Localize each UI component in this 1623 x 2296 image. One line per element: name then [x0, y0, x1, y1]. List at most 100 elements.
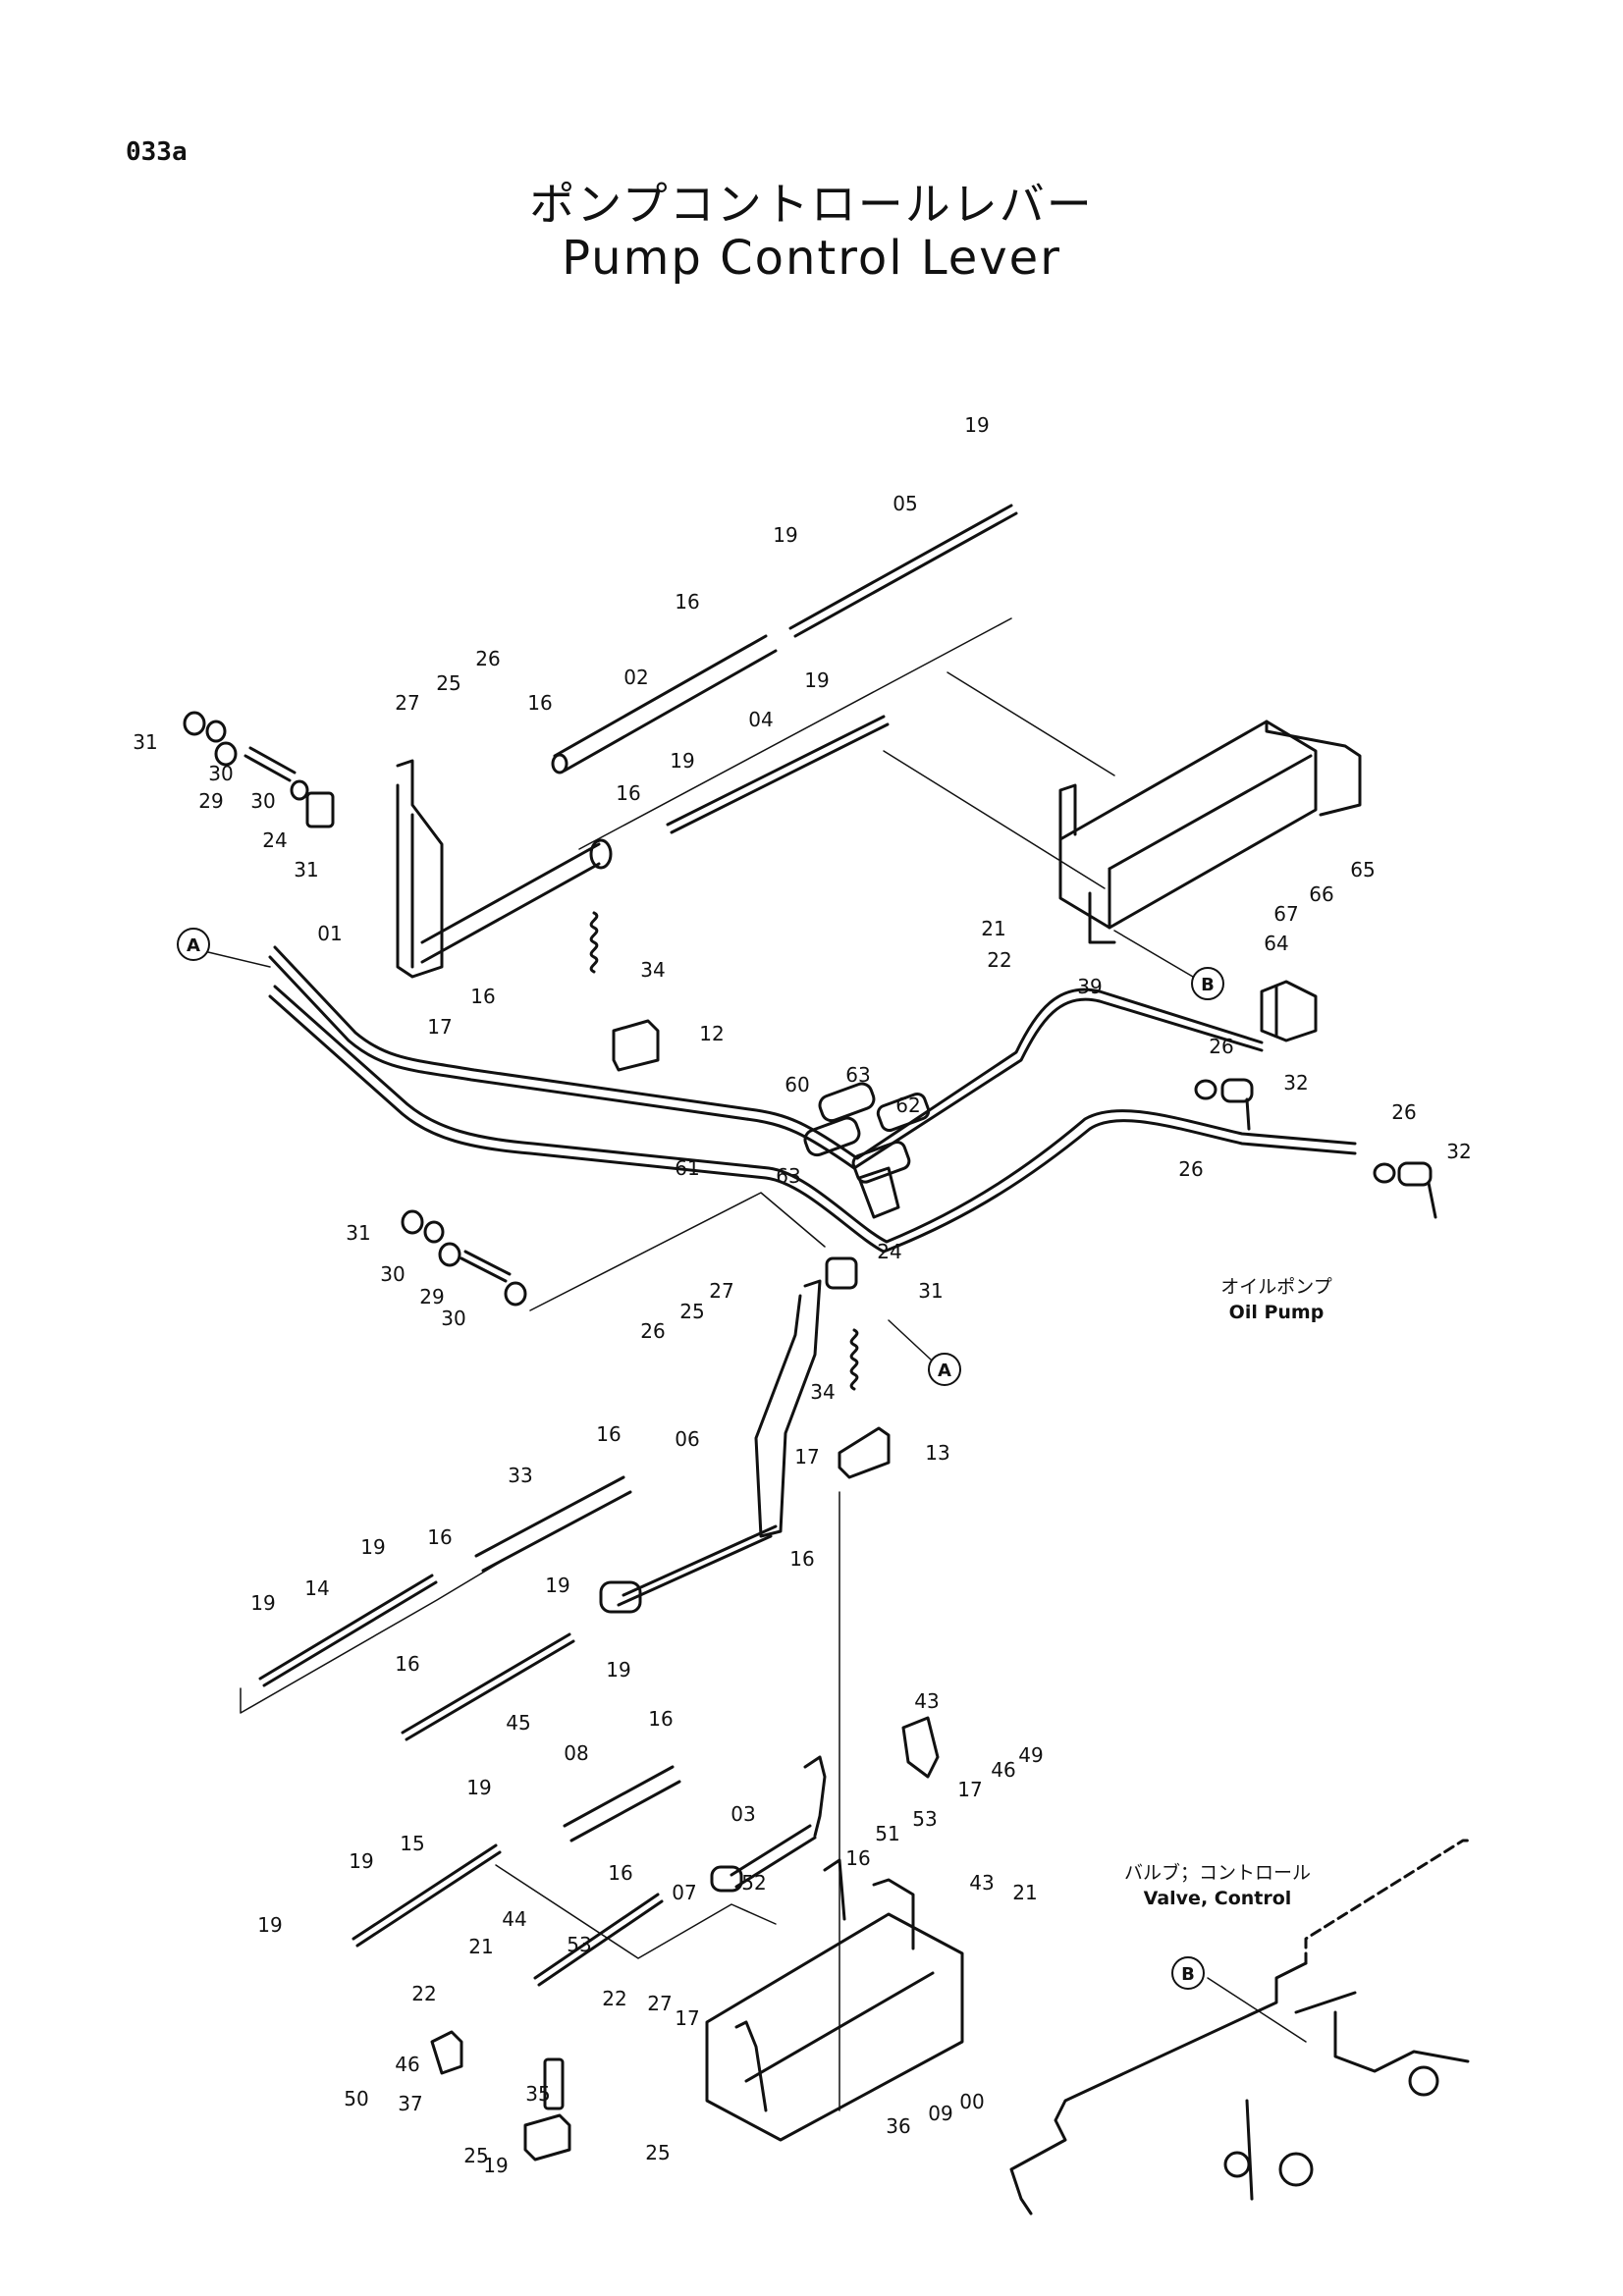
part-callout-24: 24 — [877, 1240, 901, 1263]
part-callout-45: 45 — [506, 1711, 530, 1735]
part-callout-13: 13 — [925, 1441, 949, 1465]
part-callout-53: 53 — [912, 1807, 937, 1831]
part-callout-16: 16 — [845, 1846, 870, 1870]
part-callout-17: 17 — [675, 2006, 699, 2030]
part-callout-05: 05 — [893, 492, 917, 515]
cable-61 — [268, 985, 1357, 1254]
part-callout-16: 16 — [648, 1707, 673, 1731]
part-callout-16: 16 — [596, 1422, 621, 1446]
leader-marker-a-middle — [888, 1319, 932, 1361]
rod-45 — [401, 1632, 575, 1741]
part-callout-19: 19 — [360, 1535, 385, 1559]
oil-pump-label-jp: オイルポンプ — [1220, 1276, 1332, 1298]
reference-marker-label-b: B — [1201, 975, 1215, 995]
lever-06 — [599, 1279, 822, 1614]
part-callout-39: 39 — [1077, 975, 1102, 998]
part-callout-19: 19 — [804, 668, 829, 692]
part-callout-25: 25 — [463, 2144, 488, 2167]
page-title-english: Pump Control Lever — [562, 231, 1061, 286]
shaft-02 — [551, 634, 778, 774]
part-callout-25: 25 — [436, 671, 460, 695]
part-callout-30: 30 — [208, 762, 233, 785]
base-bracket-00 — [705, 1858, 964, 2142]
shaft-04 — [666, 715, 890, 834]
lever-01 — [396, 759, 613, 979]
part-callout-07: 07 — [672, 1881, 696, 1904]
spring-34-upper — [589, 911, 599, 974]
part-callout-49: 49 — [1018, 1743, 1043, 1767]
oil-pump-note: オイルポンプ Oil Pump — [1183, 1274, 1370, 1325]
control-valve-body — [1009, 1839, 1470, 2216]
part-callout-25: 25 — [679, 1300, 704, 1323]
shaft-33 — [474, 1475, 632, 1573]
part-callout-30: 30 — [380, 1262, 405, 1286]
rod-15 — [352, 1843, 502, 1948]
part-callout-30: 30 — [441, 1307, 465, 1330]
part-callout-51: 51 — [875, 1822, 899, 1845]
part-callout-43: 43 — [914, 1689, 939, 1713]
part-callout-16: 16 — [616, 781, 640, 805]
part-callout-37: 37 — [398, 2092, 422, 2115]
reference-marker-b-upper — [1191, 967, 1224, 1000]
part-callout-64: 64 — [1264, 932, 1288, 955]
part-callout-53: 53 — [567, 1933, 591, 1956]
valve-label-en: Valve, Control — [1143, 1888, 1292, 1909]
part-callout-31: 31 — [918, 1279, 943, 1303]
part-callout-52: 52 — [741, 1871, 766, 1895]
part-callout-67: 67 — [1273, 902, 1298, 926]
oil-pump-label-en: Oil Pump — [1228, 1302, 1325, 1323]
part-callout-27: 27 — [647, 1992, 672, 2015]
bracket-39 — [1058, 720, 1362, 944]
page-title-japanese: ポンプコントロールレバー — [529, 178, 1094, 231]
part-callout-17: 17 — [427, 1015, 452, 1039]
part-callout-31: 31 — [346, 1221, 370, 1245]
bracket-13 — [838, 1426, 891, 1479]
bracket-43-lower — [430, 2030, 463, 2075]
reference-marker-label-a: A — [938, 1361, 951, 1381]
part-callout-19: 19 — [466, 1776, 491, 1799]
bracket-43-upper — [901, 1716, 940, 1779]
part-callout-50: 50 — [344, 2087, 368, 2110]
part-callout-19: 19 — [250, 1591, 275, 1615]
part-callout-16: 16 — [527, 691, 552, 715]
reference-line-middle — [529, 1192, 826, 1311]
bracket-64 — [1260, 980, 1318, 1042]
part-callout-21: 21 — [1012, 1881, 1037, 1904]
lever-03 — [710, 1755, 827, 1893]
part-callout-34: 34 — [810, 1380, 835, 1404]
part-callout-24: 24 — [262, 828, 287, 852]
rod-14 — [258, 1574, 438, 1687]
part-callout-19: 19 — [773, 523, 797, 547]
part-callout-17: 17 — [794, 1445, 819, 1468]
part-callout-60: 60 — [784, 1073, 809, 1096]
part-callout-63: 63 — [776, 1164, 800, 1188]
part-callout-46: 46 — [991, 1758, 1015, 1782]
cable-sleeve-63 — [803, 1082, 876, 1157]
part-callout-21: 21 — [981, 917, 1005, 940]
part-callout-26: 26 — [1391, 1100, 1416, 1124]
part-callout-01: 01 — [317, 922, 342, 945]
part-callout-16: 16 — [427, 1525, 452, 1549]
part-callout-16: 16 — [789, 1547, 814, 1571]
part-callout-35: 35 — [525, 2082, 550, 2106]
part-callout-22: 22 — [987, 948, 1011, 972]
part-callout-36: 36 — [886, 2114, 910, 2138]
part-callout-22: 22 — [411, 1982, 436, 2005]
reference-line-upper — [578, 617, 1012, 850]
part-callout-34: 34 — [640, 958, 665, 982]
rod-end-32-upper — [1194, 1078, 1254, 1131]
part-callout-09: 09 — [928, 2102, 952, 2125]
part-callout-19: 19 — [257, 1913, 282, 1937]
part-callout-19: 19 — [606, 1658, 630, 1682]
part-callout-06: 06 — [675, 1427, 699, 1451]
part-callout-63: 63 — [845, 1063, 870, 1087]
part-callout-26: 26 — [640, 1319, 665, 1343]
part-callout-31: 31 — [133, 730, 157, 754]
part-callout-16: 16 — [470, 985, 495, 1008]
reference-marker-a-upper — [177, 928, 210, 961]
reference-marker-b-lower — [1171, 1956, 1205, 1990]
part-callout-04: 04 — [748, 708, 773, 731]
leader-marker-a-upper — [207, 951, 271, 968]
part-callout-62: 62 — [895, 1094, 920, 1117]
